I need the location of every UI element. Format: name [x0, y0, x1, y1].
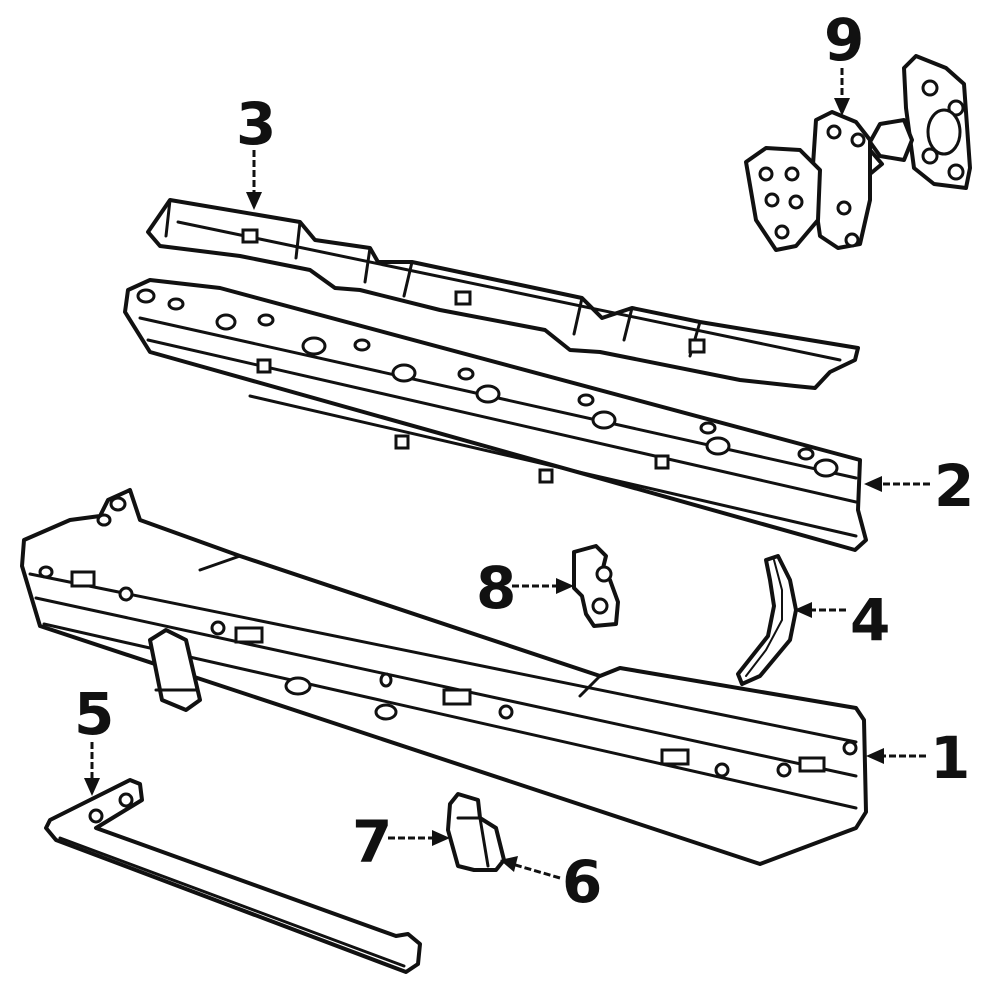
part-1-bumper-cover: [20, 488, 868, 866]
part-3-reinforcement-bar: [146, 198, 860, 390]
callout-labels: 1 2 3 4 5 6 7 8 9: [74, 6, 974, 916]
part-9-bracket-assembly: [744, 54, 972, 252]
part-5-lower-strip: [44, 778, 422, 974]
callout-5: 5: [74, 680, 114, 748]
callout-2: 2: [934, 452, 974, 520]
callout-7: 7: [352, 808, 392, 876]
callout-1: 1: [930, 724, 970, 792]
callout-4: 4: [850, 586, 890, 654]
callout-8: 8: [476, 554, 516, 622]
part-6-7-guard: [446, 792, 506, 872]
part-2-impact-bar: [123, 278, 868, 552]
callout-3: 3: [236, 90, 276, 158]
callout-9: 9: [824, 6, 864, 74]
part-8-bracket: [572, 544, 620, 628]
callout-6: 6: [562, 848, 602, 916]
part-4-trim-strip: [736, 554, 798, 686]
leader-lines: [84, 68, 930, 880]
